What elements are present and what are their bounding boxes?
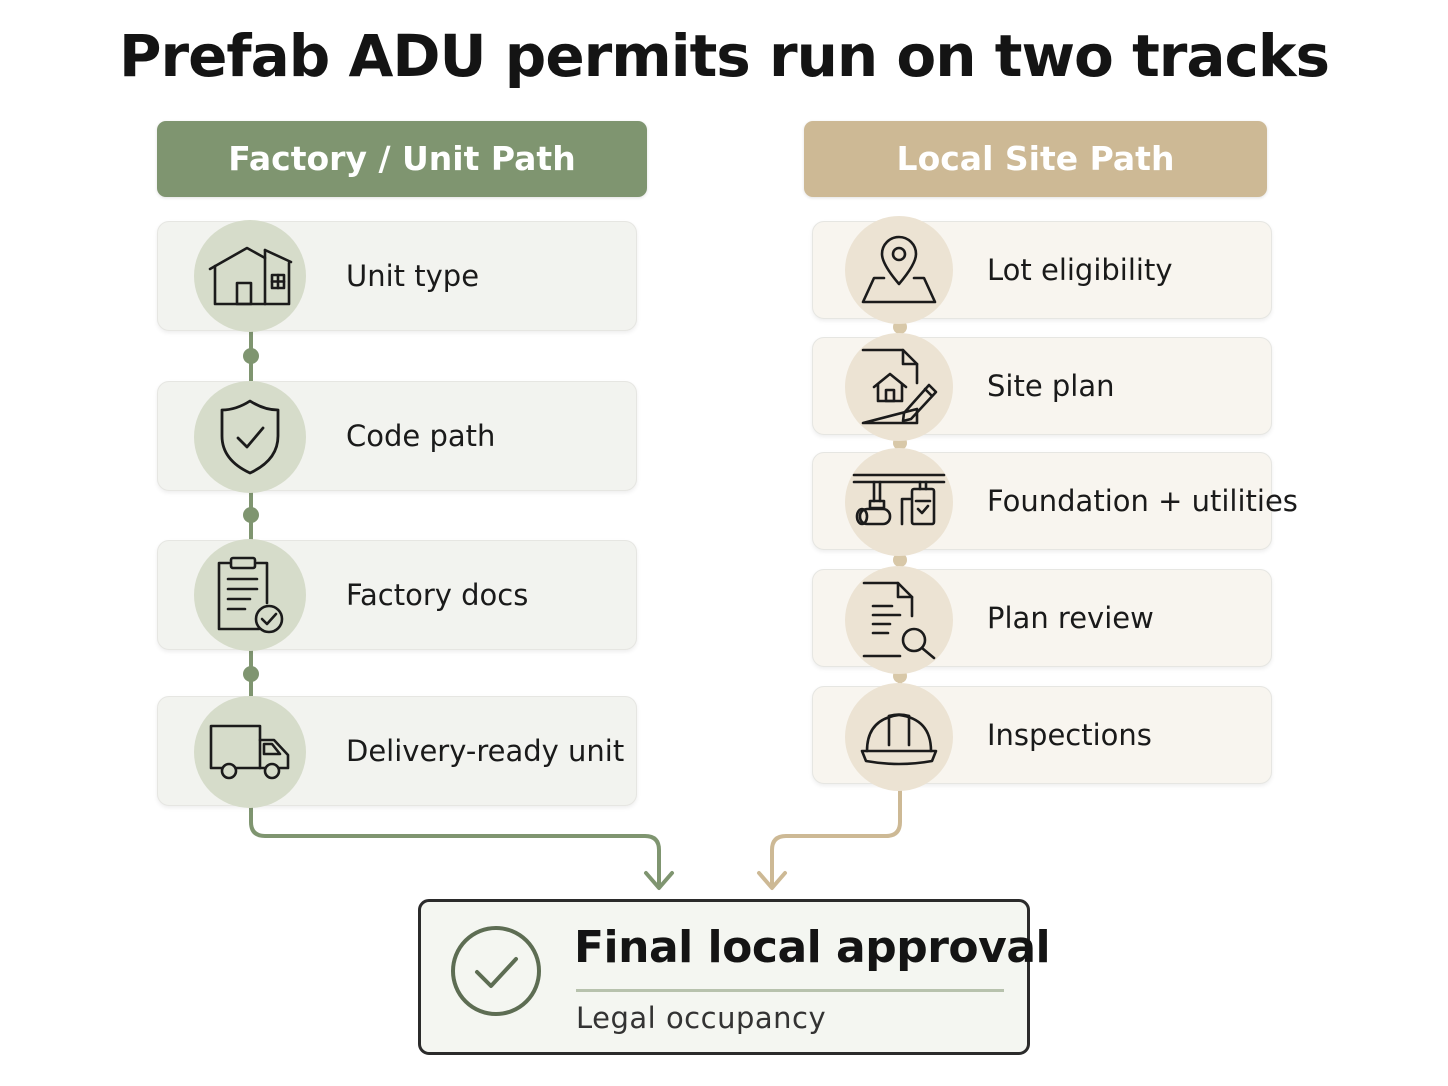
step-label: Lot eligibility (987, 253, 1173, 287)
factory-arrowhead (644, 871, 674, 890)
step-label: Factory docs (346, 578, 529, 612)
step-label: Foundation + utilities (987, 484, 1298, 518)
check-circle-icon (449, 924, 543, 1022)
step-label: Unit type (346, 259, 480, 293)
house-icon (194, 220, 306, 332)
step-label: Code path (346, 419, 496, 453)
shield-check-icon (194, 381, 306, 493)
final-approval-title: Final local approval (574, 922, 1051, 973)
site-connector-dot (893, 553, 907, 567)
factory-connector-dot (243, 666, 259, 682)
final-approval-subtitle: Legal occupancy (576, 1001, 827, 1035)
document-search-icon (845, 566, 953, 674)
step-label: Site plan (987, 369, 1115, 403)
factory-connector-dot (243, 507, 259, 523)
hard-hat-icon (845, 683, 953, 791)
final-approval-box: Final local approval Legal occupancy (418, 899, 1051, 1055)
map-pin-icon (845, 216, 953, 324)
factory-connector-dot (243, 348, 259, 364)
factory-path-header: Factory / Unit Path (157, 121, 647, 197)
pipes-icon (845, 448, 953, 556)
step-label: Plan review (987, 601, 1154, 635)
step-label: Inspections (987, 718, 1152, 752)
factory-flow-arrow (249, 806, 661, 886)
clipboard-check-icon (194, 539, 306, 651)
site-plan-icon (845, 333, 953, 441)
final-divider (576, 989, 1004, 992)
truck-icon (194, 696, 306, 808)
page-title: Prefab ADU permits run on two tracks (118, 22, 1330, 90)
site-flow-arrow (770, 786, 902, 886)
site-arrowhead (757, 871, 787, 890)
step-label: Delivery-ready unit (346, 734, 625, 768)
site-path-header: Local Site Path (804, 121, 1267, 197)
